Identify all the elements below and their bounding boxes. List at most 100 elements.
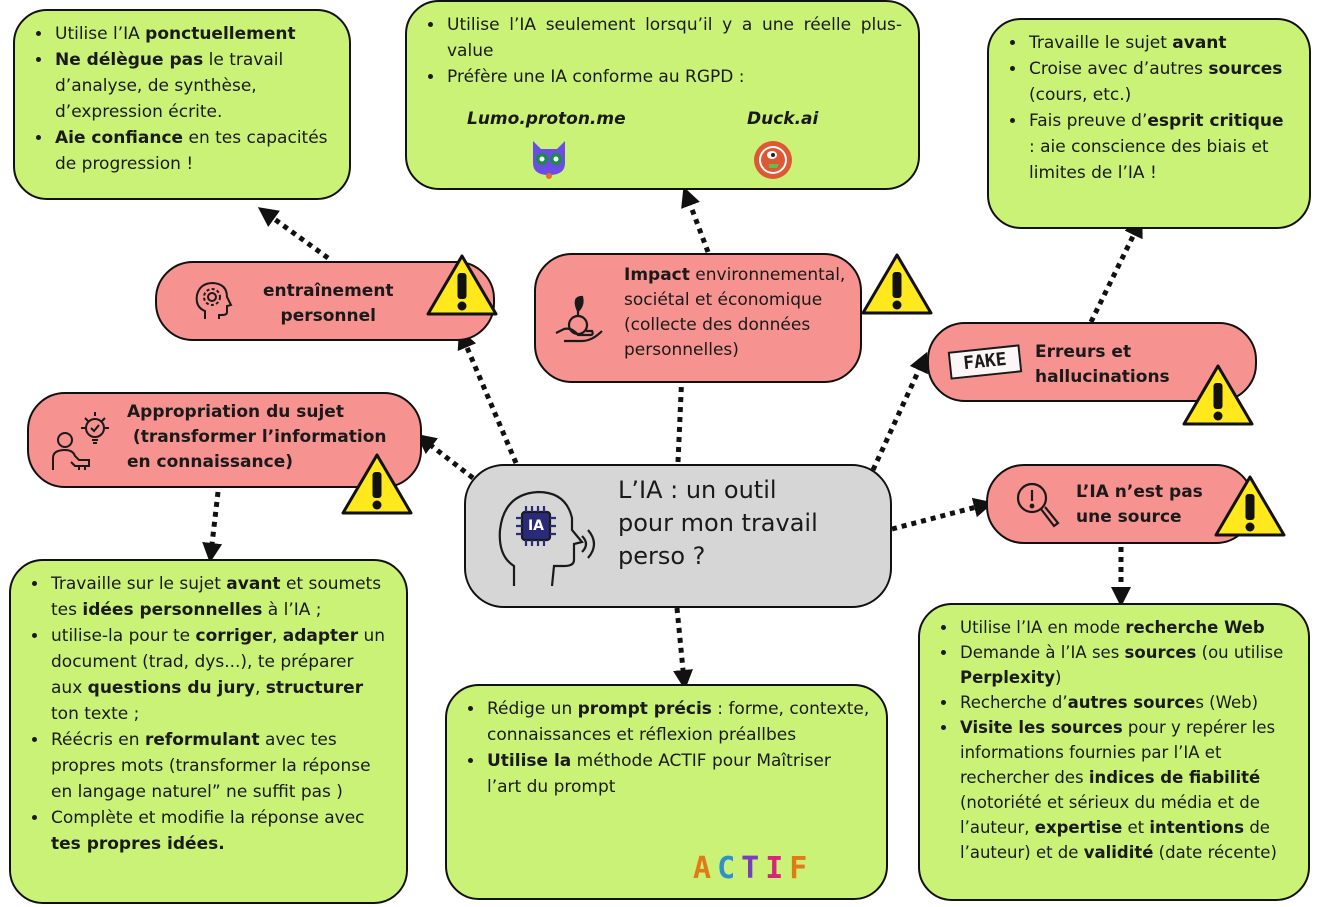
duckai-label: Duck.ai <box>747 109 819 129</box>
bold-text: Utilise la <box>487 751 572 771</box>
warning-icon <box>426 254 498 316</box>
text: Demande à l’IA ses <box>960 643 1125 662</box>
bold-text: questions du jury <box>87 678 255 698</box>
topic-source: L’IA n’est pas une source <box>986 464 1254 544</box>
arrow-to-topleft-box <box>257 207 330 261</box>
bold-text: corriger <box>195 626 272 646</box>
bold-text: idées personnelles <box>82 600 263 620</box>
topic-label-line: (collecte des données <box>624 315 811 335</box>
text: , <box>271 626 283 646</box>
lumo-cat-icon <box>533 141 565 179</box>
topic-label-line: Erreurs et <box>1035 342 1132 362</box>
list-item: Réécris en reformulant avec tes propres … <box>49 727 390 805</box>
topic-label-bold: Impact <box>624 265 690 285</box>
bold-text: recherche Web <box>1125 618 1265 637</box>
text: Rédige un <box>487 699 578 719</box>
topic-label: Appropriation du sujet (transformer l’in… <box>127 400 387 475</box>
head-gear-icon <box>195 281 233 319</box>
arrow-to-topright-box <box>1088 217 1143 324</box>
topic-erreurs: FAKE Erreurs et hallucinations <box>927 322 1257 402</box>
topic-entrainement: entraînement personnel <box>155 261 495 341</box>
text: avec tes propres mots (transformer la ré… <box>51 730 371 802</box>
arrow-to-topmid-box <box>681 186 711 253</box>
tip-box-erreurs: Travaille le sujet avant Croise avec d’a… <box>987 18 1311 229</box>
text: Recherche d’ <box>960 693 1068 712</box>
tip-box-entrainement: Utilise l’IA ponctuellement Ne délègue p… <box>13 9 351 200</box>
tip-list: Utilise l’IA en mode recherche WebDemand… <box>938 615 1292 865</box>
arrow-to-impact <box>671 362 692 463</box>
list-item: Complète et modifie la réponse avec tes … <box>49 805 390 857</box>
magnifier-icon <box>1016 482 1060 528</box>
bold-text: tes propres idées. <box>51 834 225 854</box>
text: Complète et modifie la réponse avec <box>51 808 365 828</box>
topic-label-line: sociétal et économique <box>624 290 823 310</box>
topic-label: L’IA n’est pas une source <box>1076 480 1203 530</box>
actif-letter-c: C <box>717 851 742 886</box>
tip-box-appropriation: Travaille sur le sujet avant et soumets … <box>9 559 408 904</box>
text: s (Web) <box>1195 693 1259 712</box>
tip-box-source: Utilise l’IA en mode recherche WebDemand… <box>918 603 1310 901</box>
text: et soumets tes <box>51 574 382 620</box>
actif-letter-a: A <box>693 851 718 886</box>
tip-box-prompt: Rédige un prompt précis : forme, context… <box>445 684 888 900</box>
bold-text: validité <box>1083 843 1154 862</box>
bold-text: autres source <box>1067 693 1196 712</box>
text: (date récente) <box>1153 843 1277 862</box>
arrow-to-source <box>891 497 994 532</box>
tip-list: Rédige un prompt précis : forme, context… <box>465 696 870 800</box>
list-item: Utilise la méthode ACTIF pour Maîtriser … <box>485 748 870 800</box>
list-item: Aie confiance en tes capacités de progre… <box>53 125 333 177</box>
list-item: Recherche d’autres sources (Web) <box>958 690 1292 715</box>
text: de l’auteur) et de <box>960 818 1270 862</box>
bold-text: prompt précis <box>577 699 712 719</box>
list-item: Croise avec d’autres sources (cours, etc… <box>1027 56 1293 108</box>
text: à l’IA ; <box>262 600 322 620</box>
topic-label-line: en connaissance) <box>127 452 293 472</box>
bold-text: sources <box>1124 643 1197 662</box>
warning-icon <box>341 453 413 515</box>
text: méthode ACTIF pour Maîtriser l’art du pr… <box>487 751 831 797</box>
bold-text: indices de fiabilité <box>1088 768 1261 787</box>
text: utilise-la pour te <box>51 626 196 646</box>
topic-label-line: (transformer l’information <box>127 427 387 447</box>
lumo-label: Lumo.proton.me <box>467 109 626 129</box>
plant-hand-icon <box>555 295 603 343</box>
bold-text: adapter <box>282 626 359 646</box>
topic-impact: Impact environnemental, sociétal et écon… <box>534 253 862 383</box>
topic-appropriation: Appropriation du sujet (transformer l’in… <box>27 392 422 488</box>
topic-label-line: Appropriation du sujet <box>127 402 344 422</box>
bold-text: reformulant <box>144 730 260 750</box>
tip-list: Travaille sur le sujet avant et soumets … <box>29 571 390 857</box>
topic-label-line: personnel <box>280 306 376 326</box>
warning-icon <box>861 253 933 315</box>
fake-stamp-text: FAKE <box>962 348 1008 375</box>
text: Réécris en <box>51 730 145 750</box>
topic-label-rest: environnemental, <box>689 265 846 285</box>
actif-letter-t: T <box>741 851 766 886</box>
central-question: IA L’IA : un outil pour mon travail pers… <box>464 464 892 608</box>
warning-icon <box>1214 475 1286 537</box>
actif-logo: A C T I F <box>693 842 808 886</box>
actif-letter-i: I <box>765 851 790 886</box>
ai-head-icon <box>498 490 596 587</box>
text: (ou utilise <box>1196 643 1284 662</box>
actif-letter-f: F <box>789 851 808 886</box>
arrow-to-erreurs <box>870 351 928 472</box>
ai-chip-label: IA <box>527 518 545 534</box>
bold-text: expertise <box>1034 818 1123 837</box>
text: ) <box>1055 668 1062 687</box>
list-item: Préfère une IA conforme au RGPD : <box>445 64 902 90</box>
fake-stamp-icon: FAKE <box>947 344 1023 380</box>
bold-text: structurer <box>265 678 364 698</box>
list-item: Demande à l’IA ses sources (ou utilise P… <box>958 640 1292 690</box>
arrow-to-prompt <box>673 607 693 690</box>
text: : forme, contexte, connaissances et réfl… <box>487 699 870 745</box>
list-item: utilise-la pour te corriger, adapter un … <box>49 623 390 727</box>
list-item: Utilise l’IA seulement lorsqu’il y a une… <box>445 12 902 64</box>
text: ton texte ; <box>51 704 140 724</box>
text: et <box>1122 818 1150 837</box>
arrow-to-bottomleft-box <box>202 491 223 563</box>
list-item: Fais preuve d’esprit critique : aie cons… <box>1027 108 1293 186</box>
list-item: Ne délègue pas le travail d’analyse, de … <box>53 47 333 125</box>
topic-label-line: une source <box>1076 507 1182 527</box>
